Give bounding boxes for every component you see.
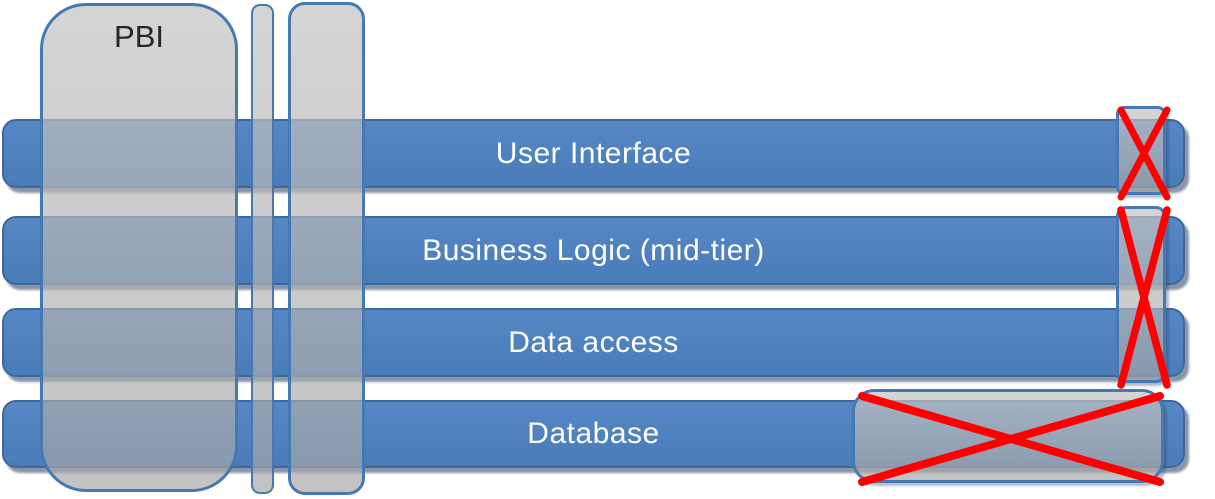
layer-label-business-logic: Business Logic (mid-tier) bbox=[422, 233, 765, 267]
crossed-segment-midtier-dataaccess bbox=[1116, 206, 1171, 389]
red-x-icon bbox=[1117, 106, 1171, 201]
red-x-icon bbox=[1117, 206, 1171, 389]
vertical-strip-narrow bbox=[251, 4, 274, 494]
crossed-segment-database bbox=[852, 389, 1164, 486]
pbi-label: PBI bbox=[114, 19, 164, 54]
layer-label-database: Database bbox=[527, 417, 660, 450]
pbi-column: PBI bbox=[40, 3, 238, 492]
vertical-strip-wide bbox=[288, 2, 365, 495]
layer-label-data-access: Data access bbox=[508, 325, 679, 359]
layer-label-user-interface: User Interface bbox=[495, 136, 692, 170]
red-x-icon bbox=[858, 392, 1164, 486]
crossed-segment-user-interface bbox=[1116, 106, 1171, 201]
layer-bar-business-logic: Business Logic (mid-tier) bbox=[2, 216, 1185, 285]
